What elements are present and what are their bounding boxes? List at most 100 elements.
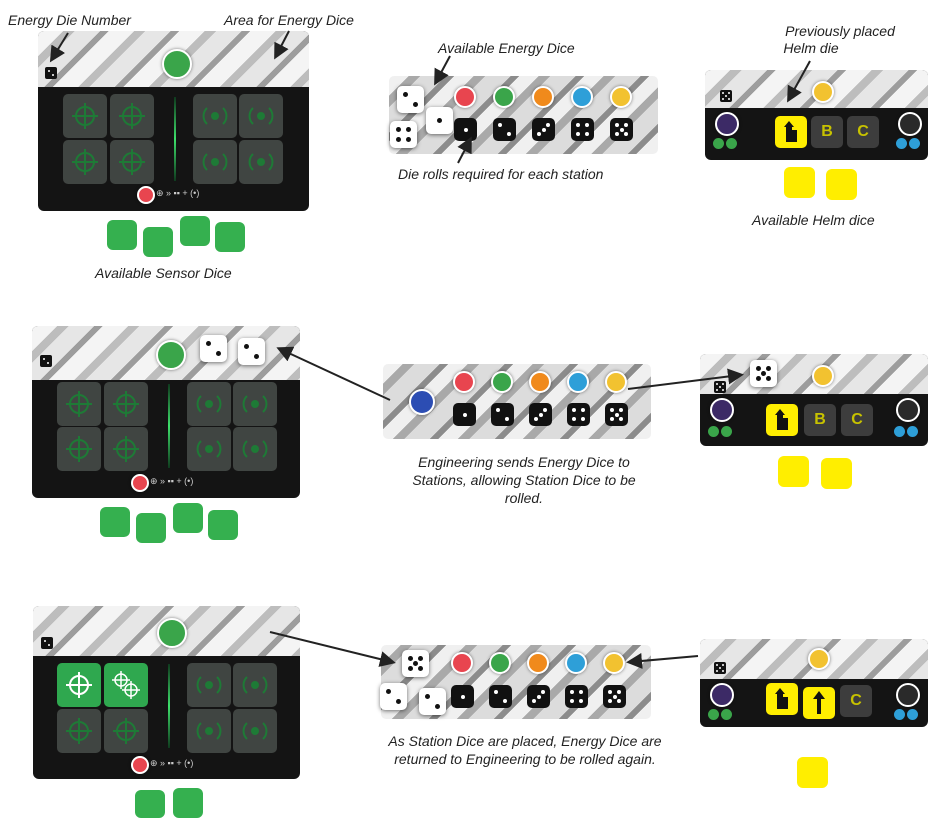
shield-token-icon (907, 709, 918, 720)
energy-die-number-icon (720, 90, 732, 102)
helm-die[interactable] (784, 167, 815, 198)
target-slot (110, 94, 154, 138)
helm-die[interactable] (821, 458, 852, 489)
energy-die[interactable] (426, 107, 453, 134)
energy-die[interactable] (750, 360, 777, 387)
arrow-previously-placed (787, 60, 811, 103)
energy-die-number-icon (45, 67, 57, 79)
sensor-die[interactable] (135, 790, 165, 818)
helm-icon (603, 652, 625, 674)
sensors-icon (489, 652, 511, 674)
requirement-die-4 (565, 685, 588, 708)
arrow-from-helm (626, 652, 699, 669)
sensor-die[interactable] (107, 220, 137, 250)
helm-icon (812, 365, 834, 387)
weapons-icon (454, 86, 476, 108)
helm-die[interactable] (797, 757, 828, 788)
helm-slot-b-filled[interactable] (803, 687, 835, 719)
sensor-token-icon (713, 138, 724, 149)
requirement-die-2 (491, 403, 514, 426)
weapons-icon (131, 474, 149, 492)
signal-slot (187, 709, 231, 753)
signal-slot (233, 427, 277, 471)
weapons-icon (453, 371, 475, 393)
helm-die[interactable] (778, 456, 809, 487)
caption-engineering-sends: Engineering sends Energy Dice to Station… (412, 454, 636, 506)
sensor-station-board-2: ⊕ » ▪▪ + (•) (32, 326, 300, 498)
helm-slot-b[interactable]: B (811, 116, 843, 148)
sensor-die[interactable] (173, 788, 203, 818)
sensor-die[interactable] (173, 503, 203, 533)
sensor-token-icon (708, 426, 719, 437)
sensor-station-board-3: ⊕ » ▪▪ + (•) (33, 606, 300, 779)
caption-as-station-dice: As Station Dice are placed, Energy Dice … (388, 733, 662, 767)
energy-die[interactable] (380, 683, 407, 710)
rules-legend-icon: ⊕ » ▪▪ + (•) (150, 476, 194, 486)
shield-token-icon (894, 426, 905, 437)
sensor-token-icon (721, 426, 732, 437)
helm-slot-a[interactable] (766, 683, 798, 715)
sensor-die[interactable] (136, 513, 166, 543)
requirement-die-5 (605, 403, 628, 426)
helm-slot-b[interactable]: B (804, 404, 836, 436)
requirement-die-1 (453, 403, 476, 426)
target-slot (57, 427, 101, 471)
sensors-icon (491, 371, 513, 393)
target-slot (104, 382, 148, 426)
target-slot (104, 427, 148, 471)
helm-slot-c[interactable]: C (840, 685, 872, 717)
helm-icon (605, 371, 627, 393)
energy-die[interactable] (397, 86, 424, 113)
shield-token-icon (894, 709, 905, 720)
shield-token-icon (896, 138, 907, 149)
requirement-die-3 (532, 118, 555, 141)
requirement-die-1 (451, 685, 474, 708)
energy-die[interactable] (200, 335, 227, 362)
energy-die-number-icon (40, 355, 52, 367)
shield-token-icon (907, 426, 918, 437)
energy-die[interactable] (390, 121, 417, 148)
signal-slot (193, 140, 237, 184)
target-slot-filled (104, 663, 148, 707)
sensor-die[interactable] (143, 227, 173, 257)
energy-die[interactable] (419, 688, 446, 715)
helm-slot-c[interactable]: C (847, 116, 879, 148)
shield-token-icon (909, 138, 920, 149)
energy-die-number-icon (41, 637, 53, 649)
sensor-token-icon (721, 709, 732, 720)
helm-slot-a[interactable] (766, 404, 798, 436)
sensor-die[interactable] (100, 507, 130, 537)
target-slot (63, 140, 107, 184)
sensor-die[interactable] (208, 510, 238, 540)
requirement-die-2 (489, 685, 512, 708)
arrow-to-sensors (276, 346, 391, 401)
energy-die-number-icon (714, 662, 726, 674)
caption-available-sensor-dice: Available Sensor Dice (95, 265, 232, 281)
shields-icon (571, 86, 593, 108)
caption-available-helm-dice: Available Helm dice (752, 212, 875, 228)
signal-slot (233, 709, 277, 753)
caption-area-for-energy-dice: Area for Energy Dice (224, 12, 354, 28)
weapons-icon (451, 652, 473, 674)
engineering-board-1 (389, 76, 658, 154)
energy-die[interactable] (238, 338, 265, 365)
shields-icon (565, 652, 587, 674)
requirement-die-3 (529, 403, 552, 426)
engineering-board-2 (383, 364, 651, 439)
sensor-die[interactable] (180, 216, 210, 246)
energy-die-number-icon (714, 381, 726, 393)
helm-station-board-3: C (700, 639, 928, 727)
sensors-icon (157, 618, 187, 648)
helm-die[interactable] (826, 169, 857, 200)
requirement-die-5 (610, 118, 633, 141)
helm-icon (812, 81, 834, 103)
requirement-die-4 (567, 403, 590, 426)
hazard-icon (896, 398, 920, 422)
target-slot-filled (57, 663, 101, 707)
energy-die[interactable] (402, 650, 429, 677)
sensor-die[interactable] (215, 222, 245, 252)
helm-slot-a[interactable] (775, 116, 807, 148)
helm-slot-c[interactable]: C (841, 404, 873, 436)
target-slot (57, 382, 101, 426)
requirement-die-2 (493, 118, 516, 141)
